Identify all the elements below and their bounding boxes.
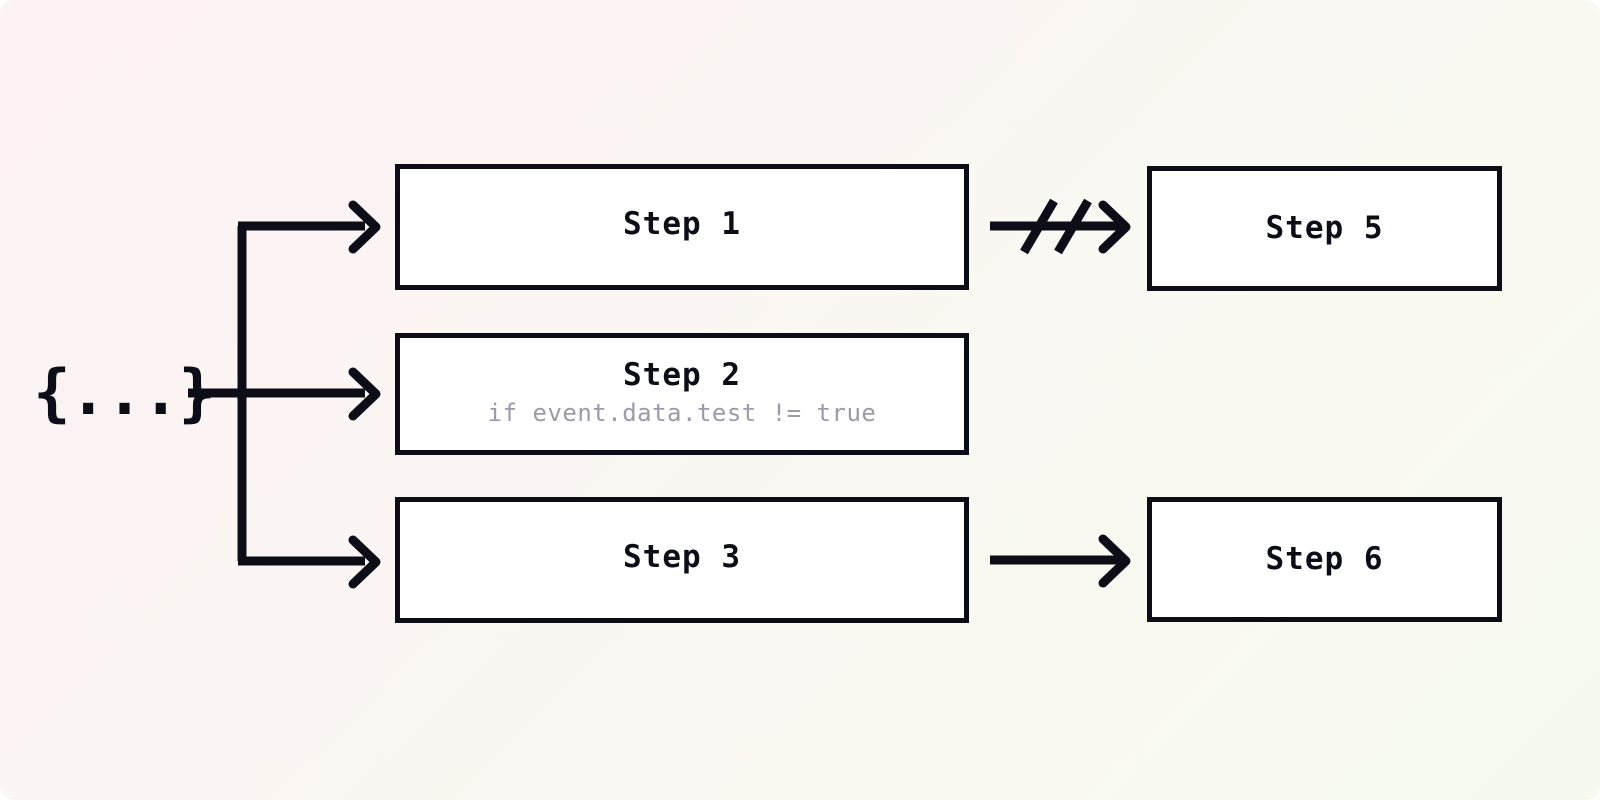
node-step3[interactable]: Step 3: [395, 497, 969, 623]
node-step2[interactable]: Step 2 if event.data.test != true: [395, 333, 969, 455]
node-step1[interactable]: Step 1: [395, 164, 969, 290]
arrowhead-step1: [348, 200, 381, 254]
slash-mark-2: [1054, 198, 1092, 255]
arrowhead-step2: [348, 367, 381, 421]
node-step5-title: Step 5: [1265, 209, 1384, 246]
arrowhead-step5: [1098, 200, 1131, 254]
slash-mark-1: [1020, 198, 1058, 255]
source-node-event-payload[interactable]: {...}: [33, 356, 216, 429]
node-step1-title: Step 1: [623, 206, 741, 243]
node-step2-title: Step 2: [623, 356, 741, 393]
arrowhead-step3: [348, 535, 381, 589]
node-step6-title: Step 6: [1265, 540, 1384, 577]
node-step5[interactable]: Step 5: [1147, 166, 1502, 291]
arrowhead-step6: [1098, 534, 1131, 588]
edge-disabled-marks: [1020, 198, 1092, 255]
node-step3-title: Step 3: [623, 539, 741, 576]
node-step6[interactable]: Step 6: [1147, 497, 1502, 622]
node-step2-condition: if event.data.test != true: [487, 399, 877, 428]
